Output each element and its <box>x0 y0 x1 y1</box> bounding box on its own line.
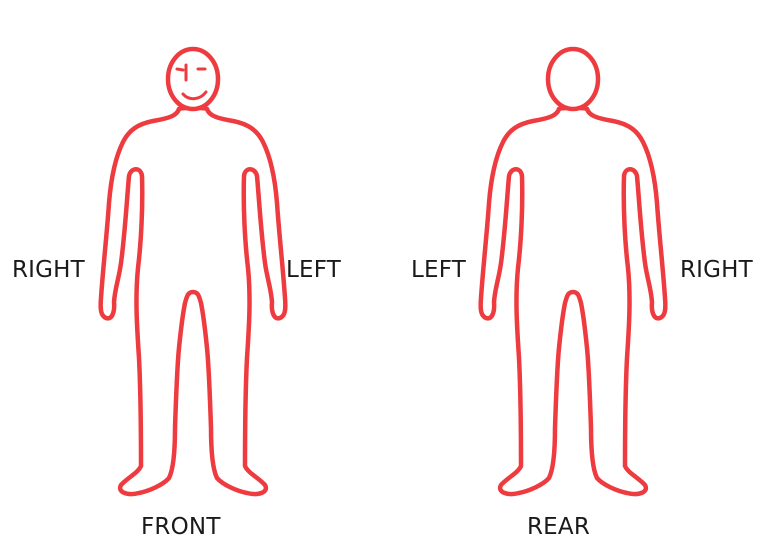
front-view-label: FRONT <box>141 516 221 539</box>
rear-right-side-label: RIGHT <box>680 259 753 282</box>
rear-figure <box>481 49 666 494</box>
rear-left-side-label: LEFT <box>411 259 466 282</box>
face <box>177 65 206 99</box>
front-figure <box>101 49 286 494</box>
rear-view-label: REAR <box>527 516 590 539</box>
front-left-side-label: LEFT <box>286 259 341 282</box>
front-right-side-label: RIGHT <box>12 259 85 282</box>
